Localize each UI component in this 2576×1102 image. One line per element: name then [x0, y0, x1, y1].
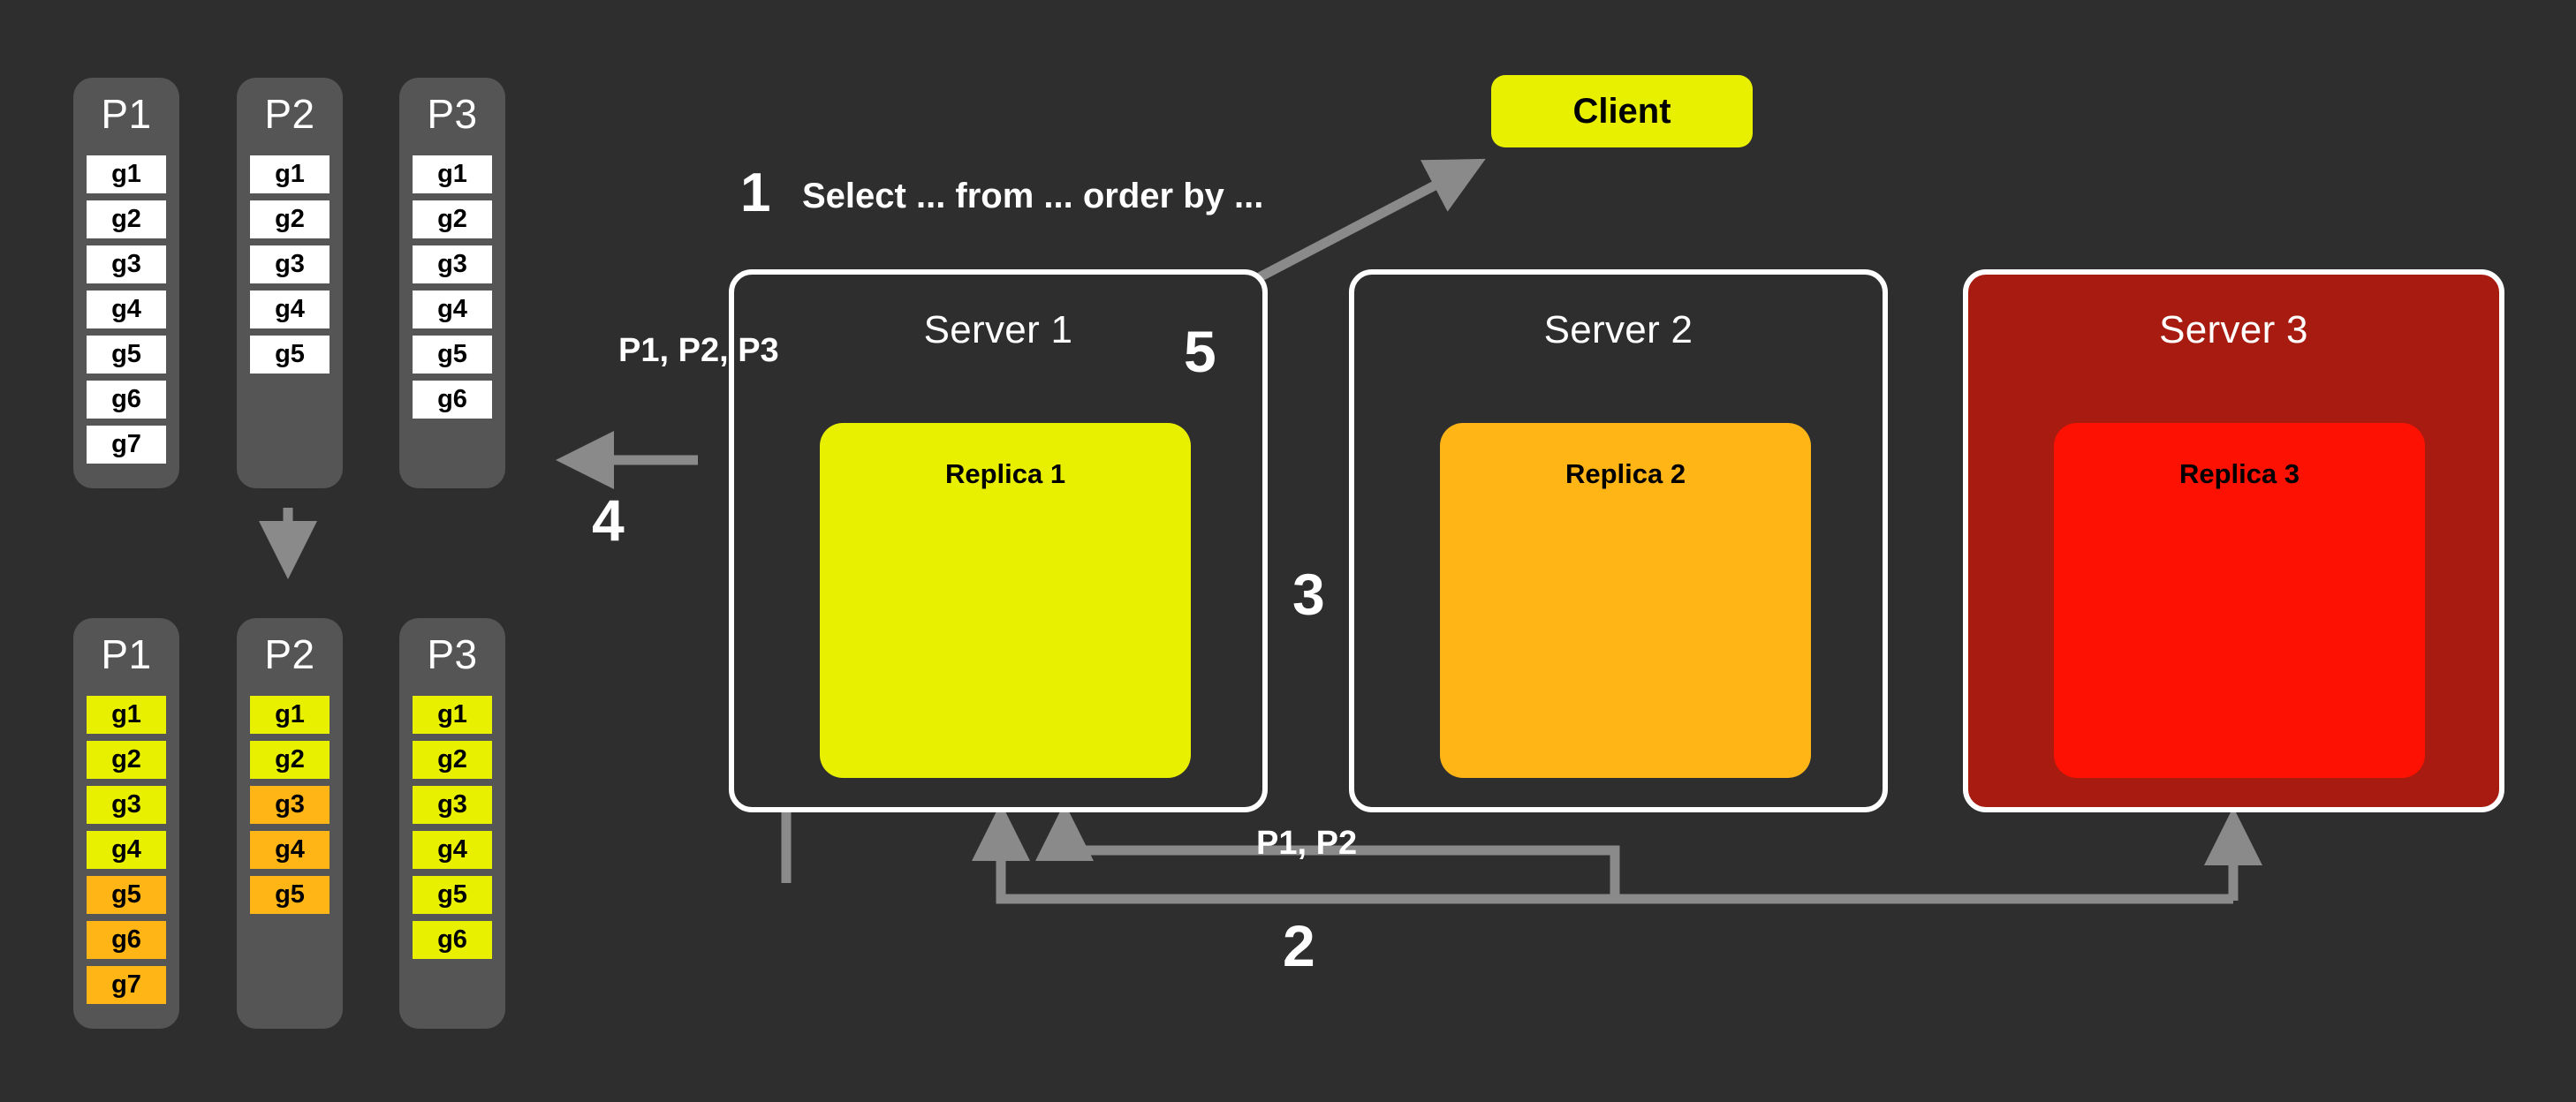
partition-cell: g1 [250, 696, 330, 734]
partition-top-p1: P1 g1 g2 g3 g4 g5 g6 g7 [73, 78, 179, 488]
server-1-title: Server 1 [923, 308, 1073, 351]
partition-cell: g3 [87, 245, 166, 283]
partition-cell: g3 [413, 786, 492, 824]
step-4-number: 4 [592, 487, 625, 553]
step-2-number: 2 [1283, 913, 1315, 978]
replica-2-label: Replica 2 [1565, 458, 1686, 489]
server-3-box[interactable]: Server 3 Replica 3 [1963, 269, 2504, 812]
partition-cell: g6 [87, 921, 166, 959]
partition-title: P1 [101, 91, 152, 137]
partition-cell: g5 [250, 336, 330, 374]
label-transfer-all-partitions: P1, P2, P3 [618, 332, 779, 369]
partition-title: P1 [101, 631, 152, 677]
partition-title: P2 [264, 631, 315, 677]
partition-cell: g4 [250, 291, 330, 328]
partition-cell: g1 [250, 155, 330, 193]
server-2-title: Server 2 [1543, 308, 1693, 351]
partition-bottom-p3: P3 g1 g2 g3 g4 g5 g6 [399, 618, 505, 1029]
partition-title: P2 [264, 91, 315, 137]
replica-1-label: Replica 1 [944, 458, 1066, 489]
partition-cell: g4 [87, 831, 166, 869]
partition-cell: g5 [87, 876, 166, 914]
partition-bottom-p2: P2 g1 g2 g3 g4 g5 [237, 618, 343, 1029]
partition-cell: g5 [413, 876, 492, 914]
partition-cell: g3 [413, 245, 492, 283]
replica-2[interactable]: Replica 2 [1440, 423, 1811, 778]
replica-1[interactable]: Replica 1 [820, 423, 1191, 778]
step-5-number: 5 [1184, 319, 1216, 384]
partition-cell: g4 [87, 291, 166, 328]
partition-cell: g4 [413, 831, 492, 869]
label-transfer-p1-p2: P1, P2 [1256, 825, 1358, 862]
partition-cell: g2 [250, 200, 330, 238]
partition-cell: g5 [250, 876, 330, 914]
partition-cell: g7 [87, 426, 166, 464]
partition-cell: g6 [413, 921, 492, 959]
partition-top-p3: P3 g1 g2 g3 g4 g5 g6 [399, 78, 505, 488]
partition-cell: g7 [87, 966, 166, 1004]
partition-cell: g4 [413, 291, 492, 328]
step-1-caption: Select ... from ... order by ... [802, 177, 1264, 215]
partition-title: P3 [427, 91, 478, 137]
partition-cell: g4 [250, 831, 330, 869]
partition-cell: g3 [250, 245, 330, 283]
server-3-title: Server 3 [2159, 308, 2308, 351]
arrow-server3-to-server1 [972, 803, 2262, 904]
server-1-box[interactable]: Server 1 Replica 1 [729, 269, 1268, 812]
partition-cell: g1 [87, 155, 166, 193]
partition-cell: g3 [250, 786, 330, 824]
partition-cell: g2 [250, 741, 330, 779]
partition-cell: g1 [413, 155, 492, 193]
partition-top-p2: P2 g1 g2 g3 g4 g5 [237, 78, 343, 488]
partition-bottom-p1: P1 g1 g2 g3 g4 g5 g6 g7 [73, 618, 179, 1029]
replica-3-label: Replica 3 [2178, 458, 2300, 489]
partition-cell: g5 [413, 336, 492, 374]
partition-cell: g3 [87, 786, 166, 824]
client-label: Client [1572, 91, 1671, 131]
step-1-number: 1 [740, 162, 771, 223]
partition-title: P3 [427, 631, 478, 677]
client-box[interactable]: Client [1491, 75, 1753, 147]
partition-cell: g2 [87, 741, 166, 779]
partition-cell: g1 [413, 696, 492, 734]
partition-cell: g2 [413, 741, 492, 779]
partition-cell: g1 [87, 696, 166, 734]
partition-cell: g6 [413, 381, 492, 419]
partition-cell: g6 [87, 381, 166, 419]
step-3-number: 3 [1292, 562, 1325, 627]
server-2-box[interactable]: Server 2 Replica 2 [1349, 269, 1888, 812]
replica-3[interactable]: Replica 3 [2054, 423, 2425, 778]
partition-cell: g2 [87, 200, 166, 238]
partition-cell: g2 [413, 200, 492, 238]
partition-cell: g5 [87, 336, 166, 374]
